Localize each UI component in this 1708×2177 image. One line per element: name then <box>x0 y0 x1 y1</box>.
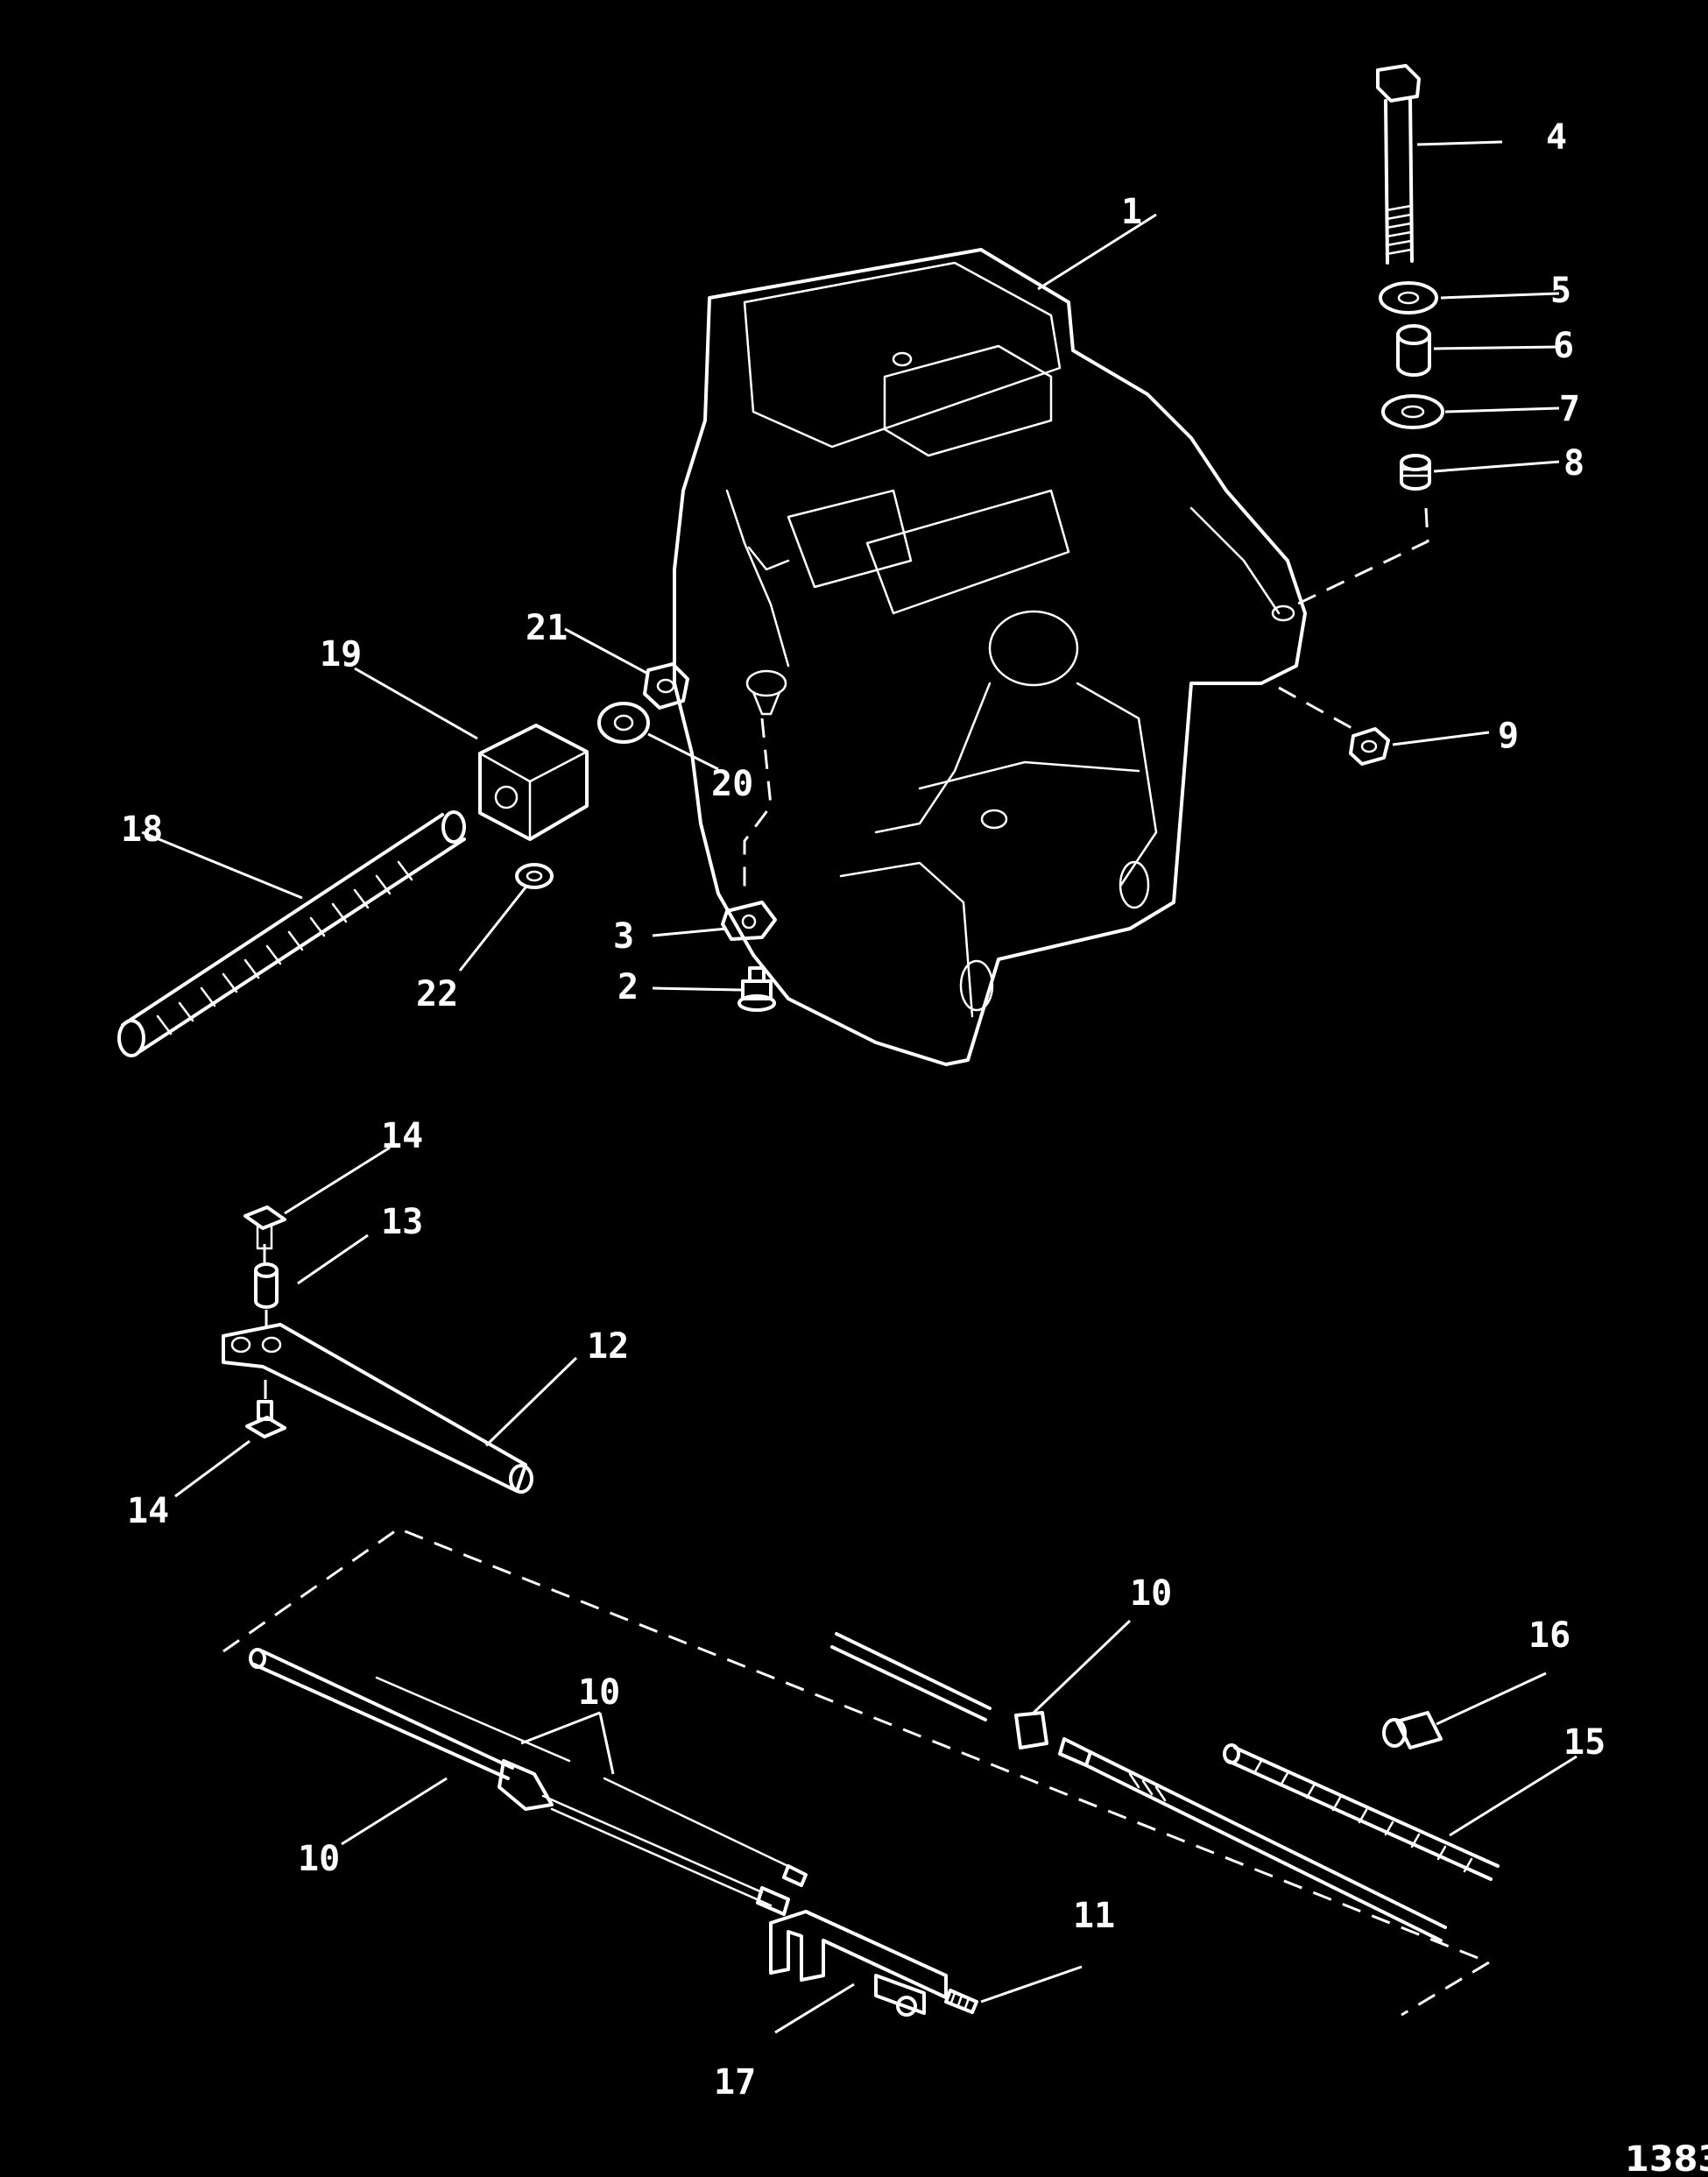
callout-3: 3 <box>613 916 634 957</box>
leader-lines <box>141 140 1577 2034</box>
part-14-bottom-fitting <box>245 1400 286 1438</box>
part-20-washer <box>597 702 650 744</box>
callout-21: 21 <box>526 608 568 648</box>
callout-14-bottom: 14 <box>127 1491 169 1531</box>
figure-id: 13830 <box>1625 2139 1708 2177</box>
part-7-washer <box>1381 394 1444 429</box>
part-16-bushing <box>1382 1711 1443 1749</box>
callout-4: 4 <box>1546 117 1567 158</box>
part-9-nut <box>1349 727 1390 766</box>
callout-17: 17 <box>714 2062 756 2103</box>
part-1-housing <box>673 248 1307 1066</box>
part-10-cable-left-upper <box>375 1676 808 1887</box>
callout-9: 9 <box>1498 716 1519 756</box>
callout-2: 2 <box>618 967 639 1007</box>
callout-1: 1 <box>1121 192 1142 232</box>
part-14-top-fitting <box>243 1205 286 1250</box>
part-17-bracket <box>769 1910 948 2017</box>
part-12-arm <box>222 1323 533 1494</box>
callout-6: 6 <box>1553 326 1574 366</box>
part-13-pin <box>254 1262 279 1309</box>
callout-12: 12 <box>587 1326 629 1367</box>
part-8-bushing <box>1400 454 1431 491</box>
callout-22: 22 <box>416 974 458 1014</box>
callout-labels: 1 4 5 6 7 8 9 21 19 20 18 22 3 2 14 13 1… <box>121 117 1606 2103</box>
callout-13: 13 <box>381 1202 423 1242</box>
callout-7: 7 <box>1559 389 1580 429</box>
part-5-washer <box>1379 281 1438 315</box>
callout-16: 16 <box>1528 1615 1570 1656</box>
callout-10-right: 10 <box>1130 1573 1172 1614</box>
callout-5: 5 <box>1550 271 1571 311</box>
callout-10-middle: 10 <box>578 1672 620 1713</box>
callout-15: 15 <box>1563 1722 1606 1763</box>
part-10-cable-left <box>249 1648 790 1916</box>
part-6-bushing <box>1396 324 1431 377</box>
part-3-clip <box>721 901 777 941</box>
callout-8: 8 <box>1563 443 1584 484</box>
part-22-washer <box>515 863 554 889</box>
part-21-nut <box>643 662 689 710</box>
part-10-cable-right <box>830 1632 1447 1942</box>
callout-18: 18 <box>121 809 163 850</box>
part-11-screw <box>944 1989 978 2014</box>
callout-19: 19 <box>320 634 362 675</box>
part-19-block <box>478 724 589 841</box>
part-2-fitting <box>738 966 776 1012</box>
part-15-sleeve <box>1223 1743 1500 1881</box>
callout-20: 20 <box>711 764 753 804</box>
part-4-bolt <box>1376 64 1421 265</box>
part-18-threaded-rod <box>117 810 466 1057</box>
callout-10-left: 10 <box>298 1839 340 1879</box>
cable-kit-boundary <box>222 1527 1493 2017</box>
callout-11: 11 <box>1073 1896 1115 1936</box>
callout-14-top: 14 <box>381 1116 423 1156</box>
